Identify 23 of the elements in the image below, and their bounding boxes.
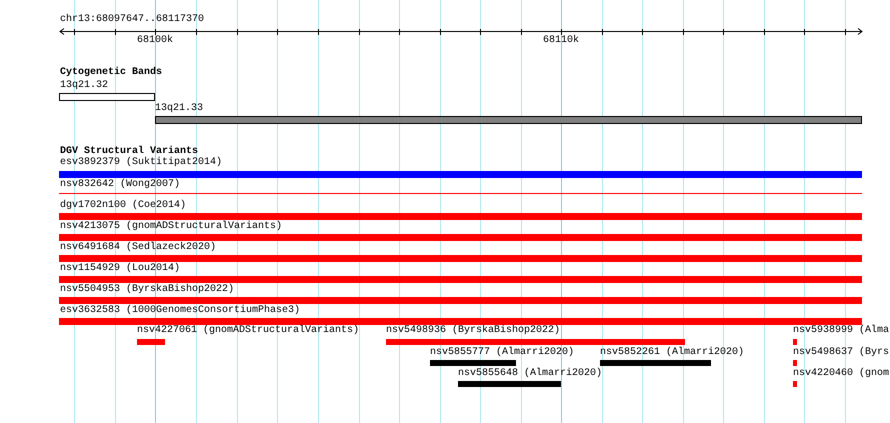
variant-label: nsv5498936 (ByrskaBishop2022) (386, 325, 560, 337)
variant-label: nsv6491684 (Sedlazeck2020) (60, 242, 216, 254)
variant-label: nsv1154929 (Lou2014) (60, 263, 180, 275)
variant-label: nsv4227061 (gnomADStructuralVariants) (137, 325, 360, 337)
variant-label: nsv5855777 (Almarri2020) (430, 347, 574, 359)
variant-label: nsv4220460 (gnom (793, 368, 890, 380)
variant-label: nsv4213075 (gnomADStructuralVariants) (60, 221, 282, 233)
track-title: DGV Structural Variants (60, 146, 198, 157)
band-label: 13q21.32 (60, 80, 108, 92)
coordinate-range: chr13:68097647..68117370 (60, 14, 204, 26)
variant-label: esv3632583 (1000GenomesConsortiumPhase3) (60, 305, 300, 317)
variant-label: esv3892379 (Suktitipat2014) (60, 157, 222, 169)
variant-label: nsv832642 (Wong2007) (60, 179, 180, 191)
tick-label: 68110k (543, 35, 580, 47)
track-title: Cytogenetic Bands (60, 67, 162, 79)
variant-label: nsv5938999 (Alma (793, 325, 890, 337)
variant-label: nsv5504953 (ByrskaBishop2022) (60, 284, 234, 296)
variant-label: dgv1702n100 (Coe2014) (60, 200, 186, 212)
variant-label: nsv5855648 (Almarri2020) (458, 368, 602, 380)
tick-label: 68100k (137, 35, 174, 47)
band-label: 13q21.33 (155, 103, 204, 115)
variant-label: nsv5498637 (Byrs (793, 347, 890, 359)
variant-label: nsv5852261 (Almarri2020) (600, 347, 744, 359)
